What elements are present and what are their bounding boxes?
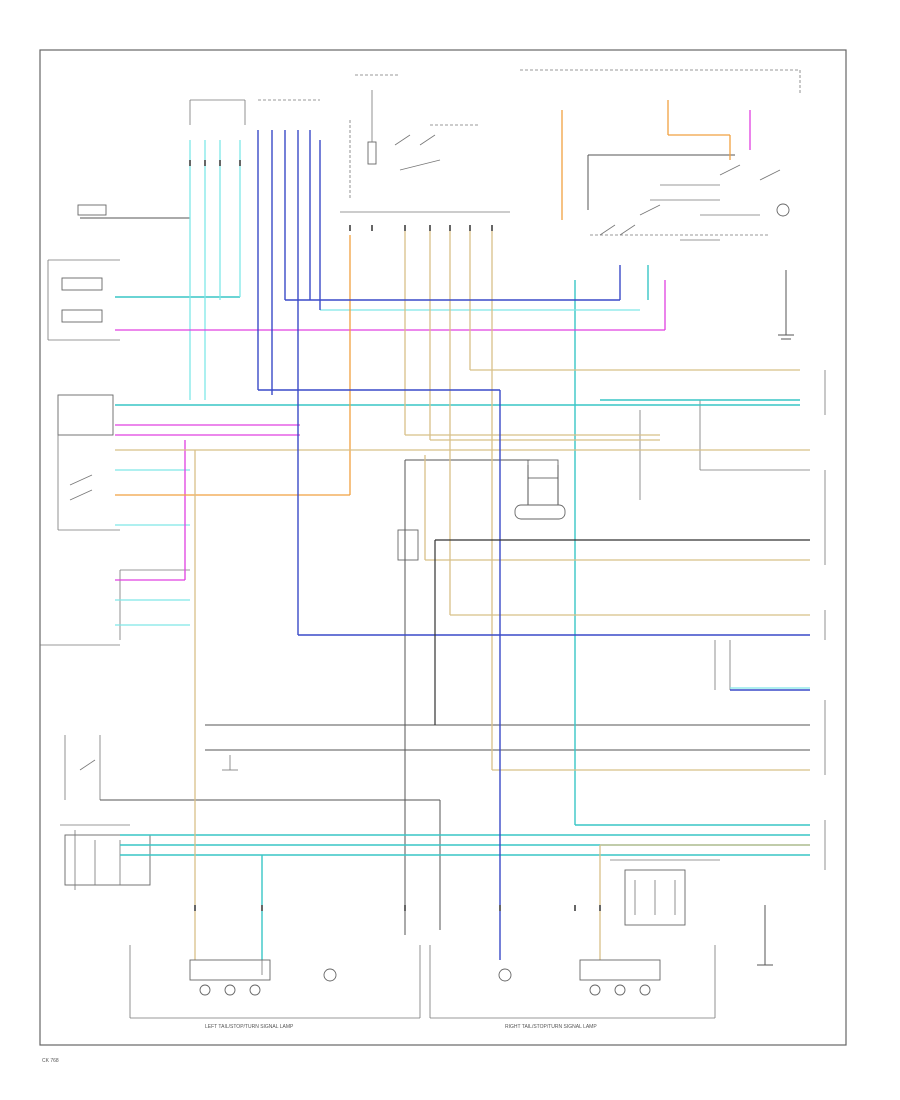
left-ground-switch xyxy=(77,204,190,219)
wire-orange xyxy=(115,100,731,496)
diagram-code: CK 768 xyxy=(42,1058,59,1064)
instrument-panel-cluster xyxy=(47,259,120,341)
hazard-switch-block xyxy=(587,154,790,241)
left-tail-lamp-label: LEFT TAIL/STOP/TURN SIGNAL LAMP xyxy=(205,1024,294,1030)
body-control-module xyxy=(40,569,190,646)
top-connector-block xyxy=(189,69,801,213)
diagram-frame xyxy=(39,49,847,1046)
wire-magenta xyxy=(115,110,751,581)
stop-lamp-switch-ground xyxy=(205,724,810,771)
left-tail-lamp-group: LEFT TAIL/STOP/TURN SIGNAL LAMP xyxy=(129,945,421,1030)
connector-pins xyxy=(189,160,601,911)
right-tail-lamp-group: RIGHT TAIL/STOP/TURN SIGNAL LAMP xyxy=(429,945,716,1030)
right-tail-lamp-label: RIGHT TAIL/STOP/TURN SIGNAL LAMP xyxy=(505,1024,597,1030)
wire-blue xyxy=(257,130,810,960)
multifunction-switch-connector xyxy=(639,400,810,690)
ground-symbol-upper-right xyxy=(778,270,794,340)
trailer-module-right xyxy=(610,859,773,966)
wire-black xyxy=(434,539,810,725)
turn-signal-switch xyxy=(57,394,120,531)
trailer-connector xyxy=(60,824,151,890)
wire-cyan xyxy=(115,140,810,689)
wire-light-green xyxy=(115,265,810,960)
flasher xyxy=(514,459,566,520)
brake-switch xyxy=(64,735,441,930)
hazard-relay xyxy=(397,459,530,935)
wire-tan xyxy=(115,225,810,960)
